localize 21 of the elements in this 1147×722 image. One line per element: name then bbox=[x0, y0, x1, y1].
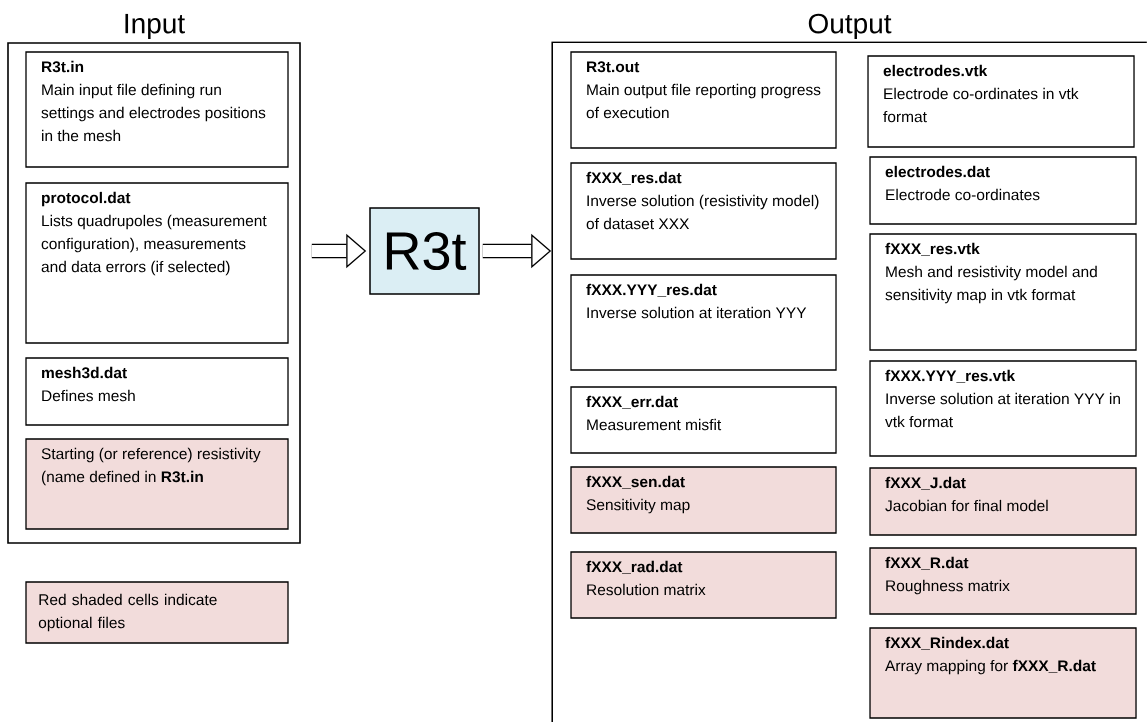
file-box: electrodes.vtk Electrode co-ordinates in vtk format bbox=[867, 55, 1135, 148]
file-box: R3t.out Main output file reporting progress of execution bbox=[570, 51, 837, 149]
file-box: fXXX_Rindex.dat Array mapping for fXXX_R.dat bbox=[869, 627, 1137, 719]
file-box: Starting (or reference) resistivity (name defined in R3t.in bbox=[25, 438, 289, 530]
file-box: fXXX_R.dat Roughness matrix bbox=[869, 547, 1137, 615]
file-box: fXXX.YYY_res.vtk Inverse solution at iteration YYY in vtk format bbox=[869, 360, 1137, 457]
file-box: fXXX.YYY_res.dat Inverse solution at iteration YYY bbox=[570, 274, 837, 371]
file-box: fXXX_res.dat Inverse solution (resistivity model) of dataset XXX bbox=[570, 162, 837, 260]
legend-box: Red shaded cells indicate optional files bbox=[25, 581, 289, 644]
file-box: fXXX_err.dat Measurement misfit bbox=[570, 386, 837, 454]
file-box: fXXX_res.vtk Mesh and resistivity model and sensitivity map in vtk format bbox=[869, 233, 1137, 351]
file-box: R3t.in Main input file defining run settings and electrodes positions in the mesh bbox=[25, 51, 289, 168]
file-box: mesh3d.dat Defines mesh bbox=[25, 357, 289, 426]
file-box: fXXX_rad.dat Resolution matrix bbox=[570, 551, 837, 619]
file-box: protocol.dat Lists quadrupoles (measurement configuration), measurements and data errors (if selected) bbox=[25, 182, 289, 344]
file-box: electrodes.dat Electrode co-ordinates bbox=[869, 156, 1137, 225]
program-box: R3t bbox=[369, 207, 480, 295]
panel-title: Output bbox=[808, 13, 892, 39]
file-box: fXXX_sen.dat Sensitivity map bbox=[570, 466, 837, 534]
file-box: fXXX_J.dat Jacobian for final model bbox=[869, 467, 1137, 536]
panel-title: Input bbox=[125, 13, 185, 39]
